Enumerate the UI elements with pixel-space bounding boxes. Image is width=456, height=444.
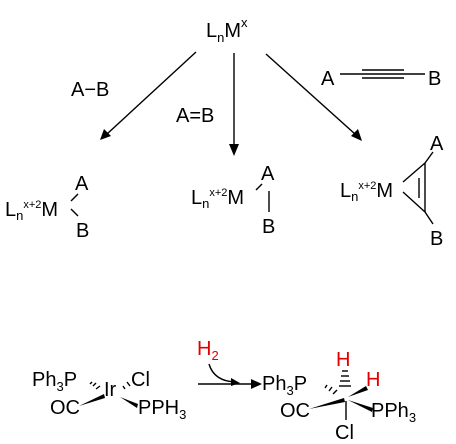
reaction-arrows (100, 51, 362, 156)
arrow-left (106, 51, 197, 135)
svg-text:OC: OC (50, 397, 80, 419)
svg-text:Lnx+2M: Lnx+2M (191, 187, 244, 211)
svg-text:Lnx+2M: Lnx+2M (340, 180, 393, 204)
svg-text:Cl: Cl (131, 369, 150, 391)
svg-text:A: A (430, 133, 444, 155)
reaction-arrow-vaska (198, 363, 262, 389)
ligand-symbol: L (206, 20, 217, 42)
svg-text:Ir: Ir (104, 379, 117, 401)
svg-text:Lnx+2M: Lnx+2M (5, 199, 58, 223)
reagent-double-bond: A=B (176, 105, 214, 127)
svg-text:H2: H2 (197, 338, 219, 363)
product-insertion: Lnx+2M A B (191, 163, 275, 238)
svg-text:A: A (75, 173, 89, 195)
product-metallacycle: Lnx+2M A B (340, 133, 444, 250)
arrow-right (265, 53, 356, 135)
svg-text:Cl: Cl (335, 422, 354, 444)
arrow-left-head (100, 129, 111, 140)
svg-text:H: H (366, 369, 380, 391)
reagent-alkyne: A B (321, 68, 441, 90)
vaska-reactant: Ph3P Ir Cl OC PPH3 (32, 369, 186, 422)
svg-text:PPh3: PPh3 (371, 400, 416, 425)
arrow-center-head (229, 144, 239, 156)
oxidation-state: x (241, 15, 248, 30)
svg-text:B: B (76, 220, 89, 242)
svg-text:LnMx: LnMx (206, 15, 248, 45)
reagent-single-bond: A−B (71, 79, 109, 101)
metal-complex-top: LnMx (206, 15, 248, 45)
svg-text:H: H (336, 349, 350, 371)
alkyne-a: A (321, 68, 335, 90)
ligand-count: n (217, 30, 224, 45)
hydrogen-reagent: H2 (197, 338, 219, 363)
alkyne-b: B (428, 68, 441, 90)
svg-text:B: B (262, 216, 275, 238)
svg-text:A: A (261, 163, 275, 185)
svg-text:OC: OC (280, 400, 310, 422)
svg-text:B: B (430, 228, 443, 250)
product-oxidative-addition: Lnx+2M A B (5, 173, 89, 242)
svg-text:PPH3: PPH3 (138, 397, 186, 422)
vaska-product: Ph3P H H OC PPh3 Cl (262, 349, 416, 444)
svg-text:Ph3P: Ph3P (262, 373, 307, 398)
metal-symbol: M (224, 20, 241, 42)
arrow-right-head (351, 129, 362, 141)
svg-text:Ph3P: Ph3P (32, 369, 77, 394)
